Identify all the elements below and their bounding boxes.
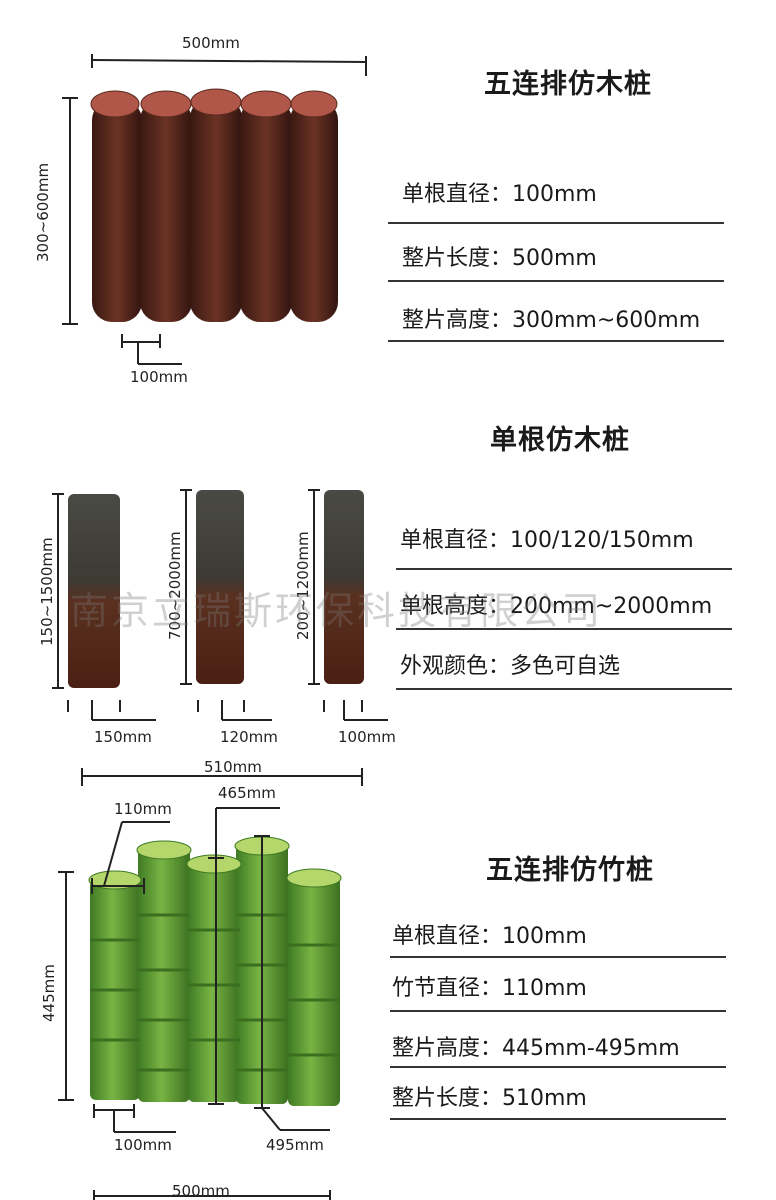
- divider: [390, 956, 726, 958]
- divider: [388, 280, 724, 282]
- dimension-lines-1: [62, 54, 367, 365]
- dim-total-width: 510mm: [204, 758, 262, 776]
- dim-bamboo-height: 445mm: [40, 964, 58, 1022]
- divider: [390, 1118, 726, 1120]
- dim-node: 110mm: [114, 800, 172, 818]
- divider: [388, 222, 724, 224]
- single-wood-posts: [68, 490, 364, 688]
- divider: [396, 688, 732, 690]
- post-2-height: 700~2000mm: [166, 531, 184, 640]
- dim-bottom-width: 500mm: [172, 1182, 230, 1200]
- divider: [396, 628, 732, 630]
- post-3-diameter: 100mm: [338, 728, 396, 746]
- dim-height-label: 300~600mm: [34, 162, 52, 262]
- section3-spec-3: 整片长度：510mm: [392, 1086, 587, 1111]
- divider: [396, 568, 732, 570]
- section2-spec-1: 单根高度：200mm~2000mm: [400, 594, 713, 619]
- post-1-diameter: 150mm: [94, 728, 152, 746]
- dim-max-height: 495mm: [266, 1136, 324, 1154]
- divider: [390, 1010, 726, 1012]
- section1-spec-1: 整片长度：500mm: [402, 246, 597, 271]
- five-log-wood-pile: [90, 88, 338, 322]
- divider: [388, 340, 724, 342]
- dim-mid-height: 465mm: [218, 784, 276, 802]
- dim-width-label: 500mm: [182, 34, 240, 52]
- section1-spec-0: 单根直径：100mm: [402, 182, 597, 207]
- divider: [390, 1066, 726, 1068]
- section3-spec-1: 竹节直径：110mm: [392, 976, 587, 1001]
- dim-diameter-label: 100mm: [130, 368, 188, 386]
- section3-title: 五连排仿竹桩: [486, 855, 654, 886]
- section2-spec-2: 外观颜色：多色可自选: [400, 654, 621, 679]
- dim-bamboo-diameter: 100mm: [114, 1136, 172, 1154]
- section2-spec-0: 单根直径：100/120/150mm: [400, 528, 694, 553]
- post-3-height: 200~1200mm: [294, 531, 312, 640]
- post-1-height: 150~1500mm: [38, 537, 56, 646]
- section3-spec-0: 单根直径：100mm: [392, 924, 587, 949]
- post-2-diameter: 120mm: [220, 728, 278, 746]
- section1-spec-2: 整片高度：300mm~600mm: [402, 308, 701, 333]
- section2-title: 单根仿木桩: [490, 425, 630, 456]
- dimension-lines-2: [52, 489, 388, 721]
- dimension-lines-3: [58, 768, 363, 1200]
- section3-spec-2: 整片高度：445mm-495mm: [392, 1036, 680, 1061]
- section1-title: 五连排仿木桩: [484, 69, 652, 100]
